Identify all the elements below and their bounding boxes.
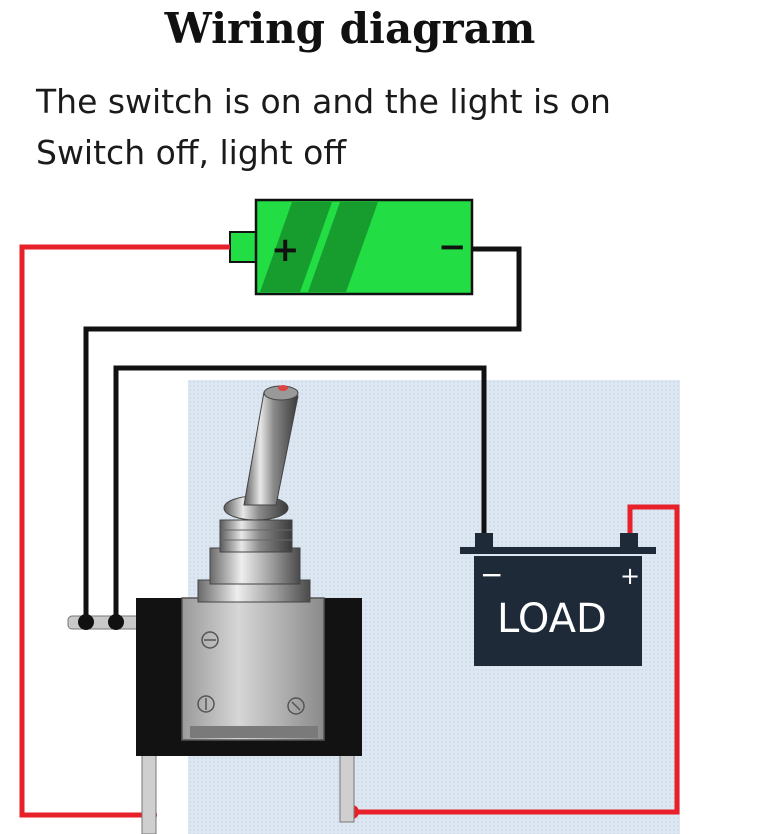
positive-wire-load xyxy=(352,504,680,815)
negative-wire-load xyxy=(113,365,487,622)
load-minus-label: − xyxy=(480,558,503,591)
negative-wire-battery xyxy=(83,246,522,622)
battery: + − xyxy=(229,198,474,296)
load: − + LOAD xyxy=(460,533,656,666)
battery-minus-label: − xyxy=(438,227,467,267)
load-label: LOAD xyxy=(497,596,607,642)
diagram-title: Wiring diagram xyxy=(164,4,536,53)
toggle-switch xyxy=(67,385,362,834)
caption-line-1: The switch is on and the light is on xyxy=(36,82,611,121)
load-plus-label: + xyxy=(620,562,640,590)
battery-plus-label: + xyxy=(271,230,300,270)
positive-wire-battery xyxy=(19,244,230,818)
caption-line-2: Switch off, light off xyxy=(36,133,347,172)
